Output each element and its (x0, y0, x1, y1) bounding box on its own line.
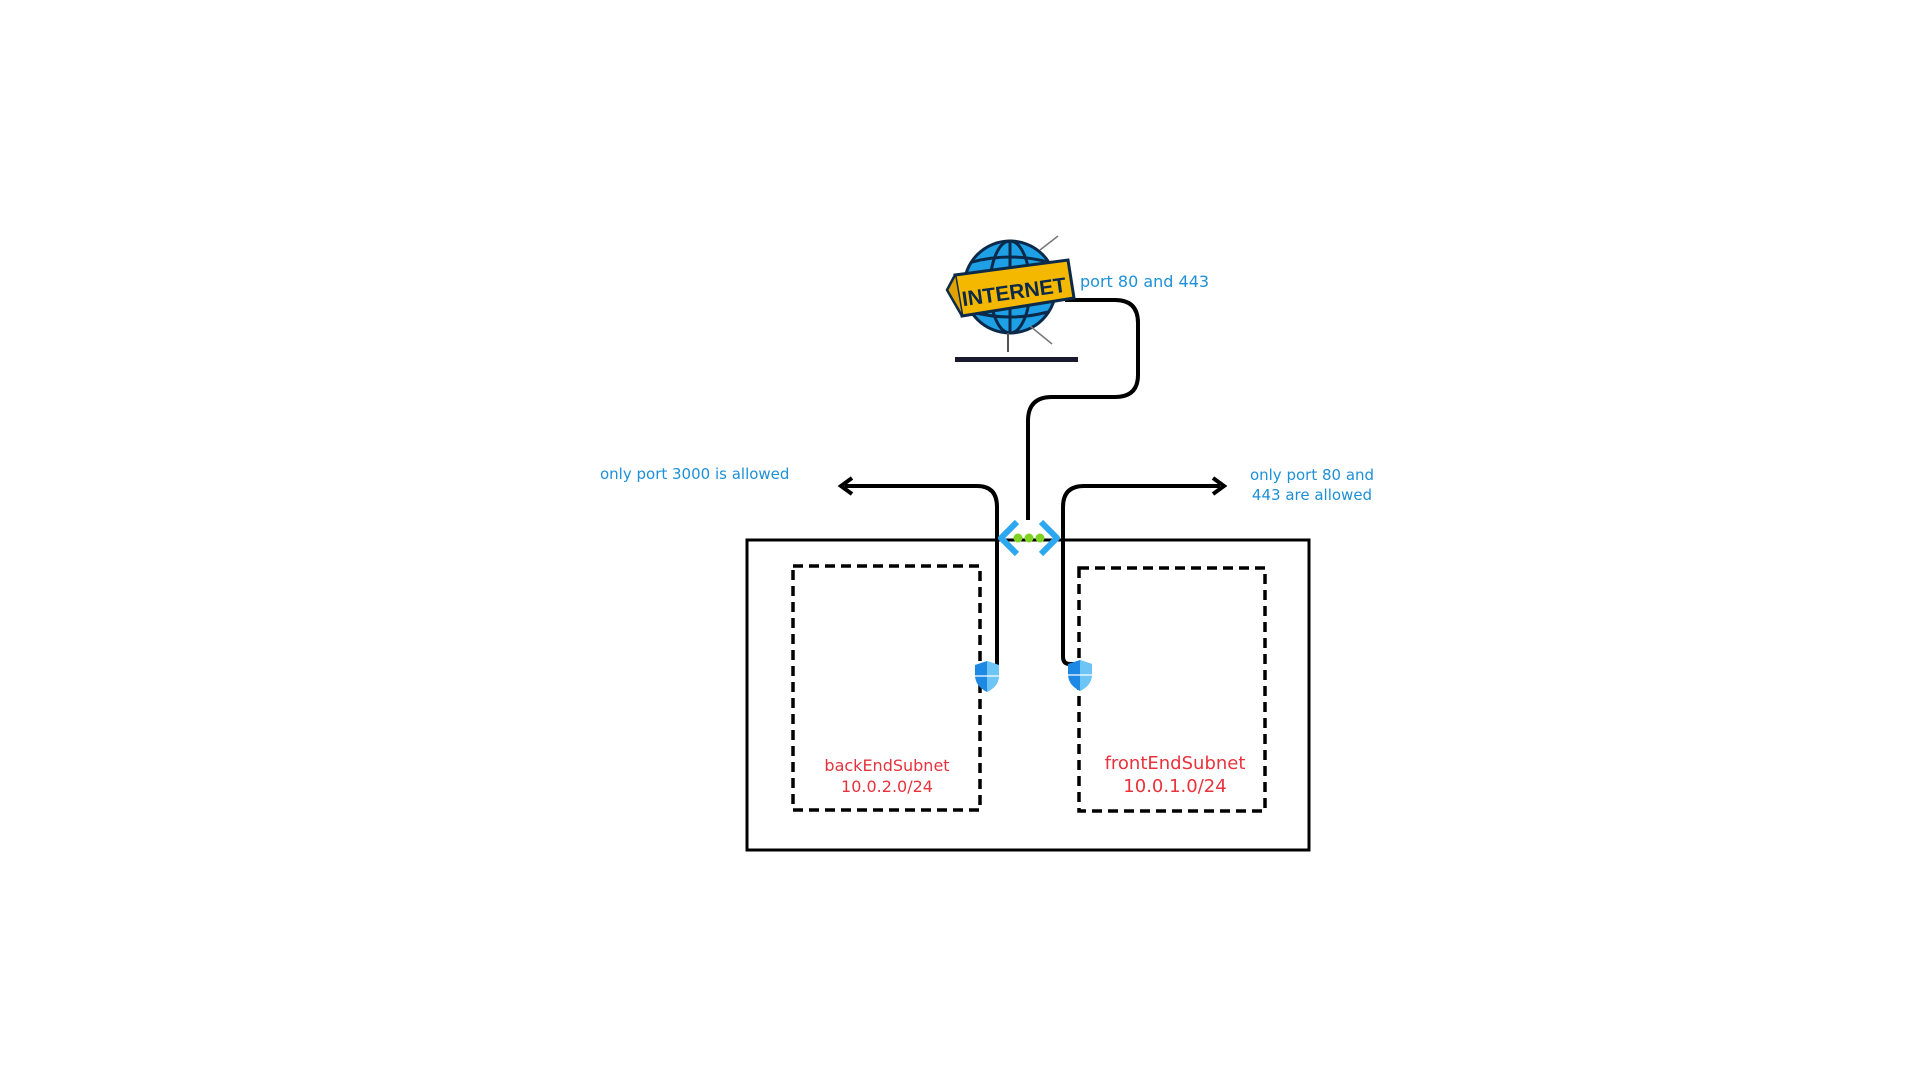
frontend-subnet-label: frontEndSubnet 10.0.1.0/24 (1085, 752, 1265, 799)
frontend-port-rule-line1: only port 80 and (1249, 466, 1375, 484)
frontend-subnet-name: frontEndSubnet (1104, 753, 1246, 774)
vnet-boundary (745, 538, 1311, 852)
frontend-nsg-shield-icon (1068, 660, 1092, 691)
frontend-subnet-connector (1061, 484, 1220, 666)
backend-subnet-box (791, 564, 982, 812)
frontend-arrowhead (1211, 476, 1228, 496)
backend-nsg-shield-icon (975, 661, 999, 692)
backend-arrowhead (837, 476, 854, 496)
internet-ports-label: port 80 and 443 (1080, 272, 1210, 291)
backend-port-rule-label: only port 3000 is allowed (600, 465, 790, 483)
frontend-subnet-cidr: 10.0.1.0/24 (1123, 776, 1227, 798)
frontend-port-rule-line2: 443 are allowed (1251, 485, 1373, 504)
internet-icon-baseline (955, 357, 1078, 362)
backend-subnet-cidr: 10.0.2.0/24 (841, 776, 933, 796)
globe-internet-icon: INTERNET (945, 235, 1076, 352)
backend-subnet-connector (845, 484, 999, 672)
frontend-port-rule-label: only port 80 and 443 are allowed (1247, 466, 1377, 505)
virtual-network-icon (998, 519, 1060, 557)
internet-to-vnet-connector (1026, 298, 1140, 520)
backend-subnet-label: backEndSubnet 10.0.2.0/24 (805, 756, 969, 798)
backend-subnet-name: backEndSubnet (824, 756, 950, 775)
